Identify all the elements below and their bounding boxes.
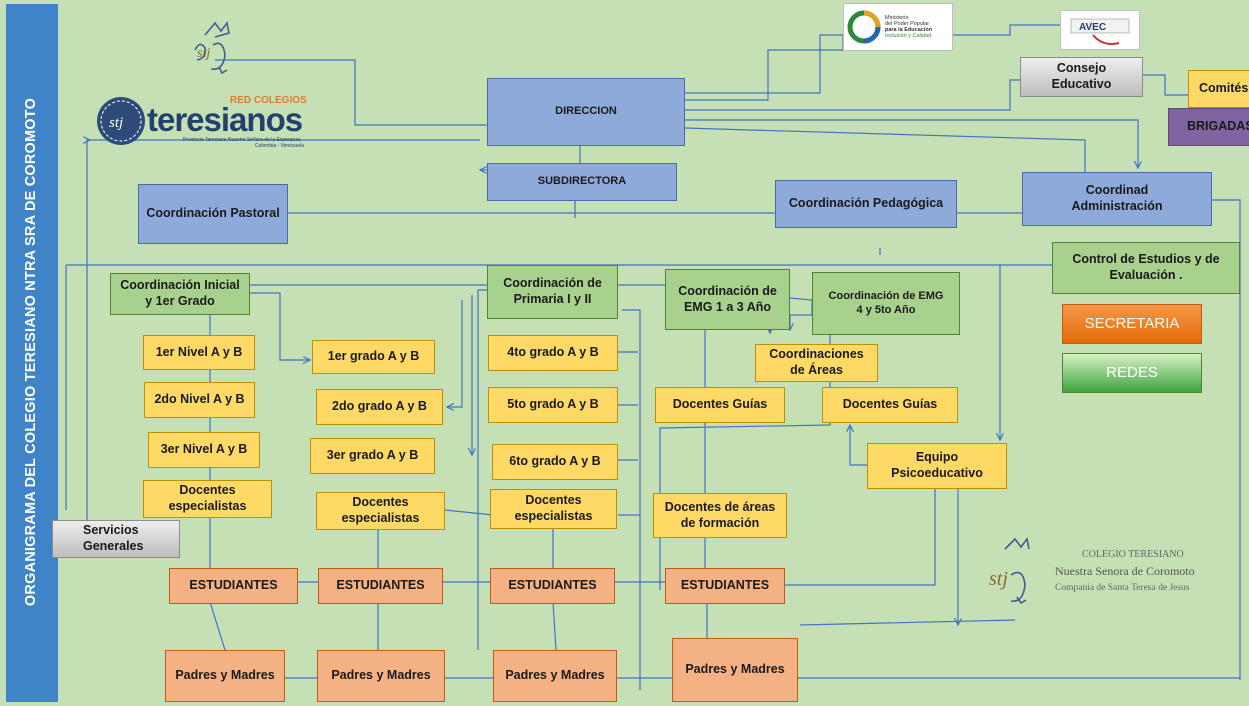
nivel-1-box[interactable]: 1er Nivel A y B: [143, 335, 255, 370]
servicios-generales-box[interactable]: Servicios Generales: [52, 520, 180, 558]
colegio-stj-icon: stj: [989, 537, 1030, 605]
red-colegios-subtitle: Provincia Teresiana Nuestra Señora de la…: [183, 137, 301, 143]
coord-pedagogica-box[interactable]: Coordinación Pedagógica: [775, 180, 957, 228]
ministerio-line1: Ministerio: [885, 14, 909, 21]
estudiantes-4-box[interactable]: ESTUDIANTES: [665, 568, 785, 604]
comites-box[interactable]: Comités: [1188, 70, 1249, 108]
redes-box[interactable]: REDES: [1062, 353, 1202, 393]
docentes-especialistas-1-box[interactable]: Docentes especialistas: [143, 480, 272, 518]
svg-text:stj: stj: [197, 46, 210, 61]
grado-3-box[interactable]: 3er grado A y B: [310, 438, 435, 474]
coord-administracion-box[interactable]: Coordinad Administración: [1022, 172, 1212, 226]
ministerio-line4: Inclusión y Calidad: [885, 33, 932, 40]
red-colegios-top-label: RED COLEGIOS: [230, 95, 307, 106]
padres-madres-3-box[interactable]: Padres y Madres: [493, 650, 617, 702]
secretaria-box[interactable]: SECRETARIA: [1062, 304, 1202, 344]
ministerio-line2: del Poder Popular: [885, 20, 930, 27]
grado-1-box[interactable]: 1er grado A y B: [312, 340, 435, 374]
avec-emblem-icon: [1070, 18, 1130, 45]
nivel-3-box[interactable]: 3er Nivel A y B: [148, 432, 260, 468]
equipo-psicoeducativo-box[interactable]: Equipo Psicoeducativo: [867, 443, 1007, 489]
ministerio-logo: Ministerio del Poder Popular para la Edu…: [843, 3, 953, 51]
docentes-guias-1-box[interactable]: Docentes Guías: [655, 387, 785, 423]
grado-5-box[interactable]: 5to grado A y B: [488, 387, 618, 423]
docentes-areas-formacion-box[interactable]: Docentes de áreas de formación: [653, 493, 787, 538]
coord-pastoral-box[interactable]: Coordinación Pastoral: [138, 184, 288, 244]
estudiantes-1-box[interactable]: ESTUDIANTES: [169, 568, 298, 604]
coord-emg-1-3-box[interactable]: Coordinación de EMG 1 a 3 Año: [665, 269, 790, 330]
docentes-especialistas-3-box[interactable]: Docentes especialistas: [490, 489, 617, 529]
padres-madres-4-box[interactable]: Padres y Madres: [672, 638, 798, 702]
avec-label: AVEC: [1079, 22, 1107, 33]
svg-text:stj: stj: [109, 115, 123, 131]
padres-madres-2-box[interactable]: Padres y Madres: [317, 650, 445, 702]
consejo-educativo-box[interactable]: Consejo Educativo: [1020, 57, 1143, 97]
coord-emg-4-5-box[interactable]: Coordinación de EMG 4 y 5to Año: [812, 272, 960, 335]
coord-inicial-box[interactable]: Coordinación Inicial y 1er Grado: [110, 273, 250, 315]
colegio-teresiano-logo: stj COLEGIO TERESIANO Nuestra Senora de …: [985, 535, 1225, 625]
colegio-line1: COLEGIO TERESIANO: [1082, 549, 1184, 560]
stj-icon: stj: [194, 21, 230, 75]
coordinaciones-areas-box[interactable]: Coordinaciones de Áreas: [755, 344, 878, 382]
subdirectora-box[interactable]: SUBDIRECTORA: [487, 163, 677, 201]
estudiantes-2-box[interactable]: ESTUDIANTES: [318, 568, 443, 604]
colegio-line2: Nuestra Senora de Coromoto: [1055, 564, 1195, 578]
colegio-line3: Compania de Santa Teresa de Jesus: [1055, 583, 1190, 593]
red-colegios-wordmark: teresianos: [147, 101, 303, 138]
red-colegios-region: Colombia - Venezuela: [255, 143, 304, 149]
docentes-guias-2-box[interactable]: Docentes Guías: [822, 387, 958, 423]
padres-madres-1-box[interactable]: Padres y Madres: [165, 650, 285, 702]
brigadas-box[interactable]: BRIGADAS: [1168, 108, 1249, 146]
grado-6-box[interactable]: 6to grado A y B: [492, 444, 618, 480]
estudiantes-3-box[interactable]: ESTUDIANTES: [490, 568, 615, 604]
stj-signature-logo-top: stj: [185, 15, 235, 80]
coord-primaria-box[interactable]: Coordinación de Primaria I y II: [487, 265, 618, 319]
direccion-box[interactable]: DIRECCION: [487, 78, 685, 146]
grado-4-box[interactable]: 4to grado A y B: [488, 335, 618, 371]
docentes-especialistas-2-box[interactable]: Docentes especialistas: [316, 492, 445, 530]
svg-text:stj: stj: [989, 568, 1008, 590]
red-colegios-logo: stj RED COLEGIOS teresianos Provincia Te…: [95, 85, 315, 155]
ministerio-emblem-icon: [847, 10, 881, 44]
ministerio-line3: para la Educación: [885, 27, 933, 33]
sidebar-title-band: [6, 4, 58, 702]
red-colegios-emblem-icon: stj: [97, 97, 145, 145]
control-estudios-box[interactable]: Control de Estudios y de Evaluación .: [1052, 242, 1240, 294]
avec-logo: AVEC: [1060, 10, 1140, 50]
nivel-2-box[interactable]: 2do Nivel A y B: [144, 382, 255, 418]
grado-2-box[interactable]: 2do grado A y B: [316, 389, 443, 425]
